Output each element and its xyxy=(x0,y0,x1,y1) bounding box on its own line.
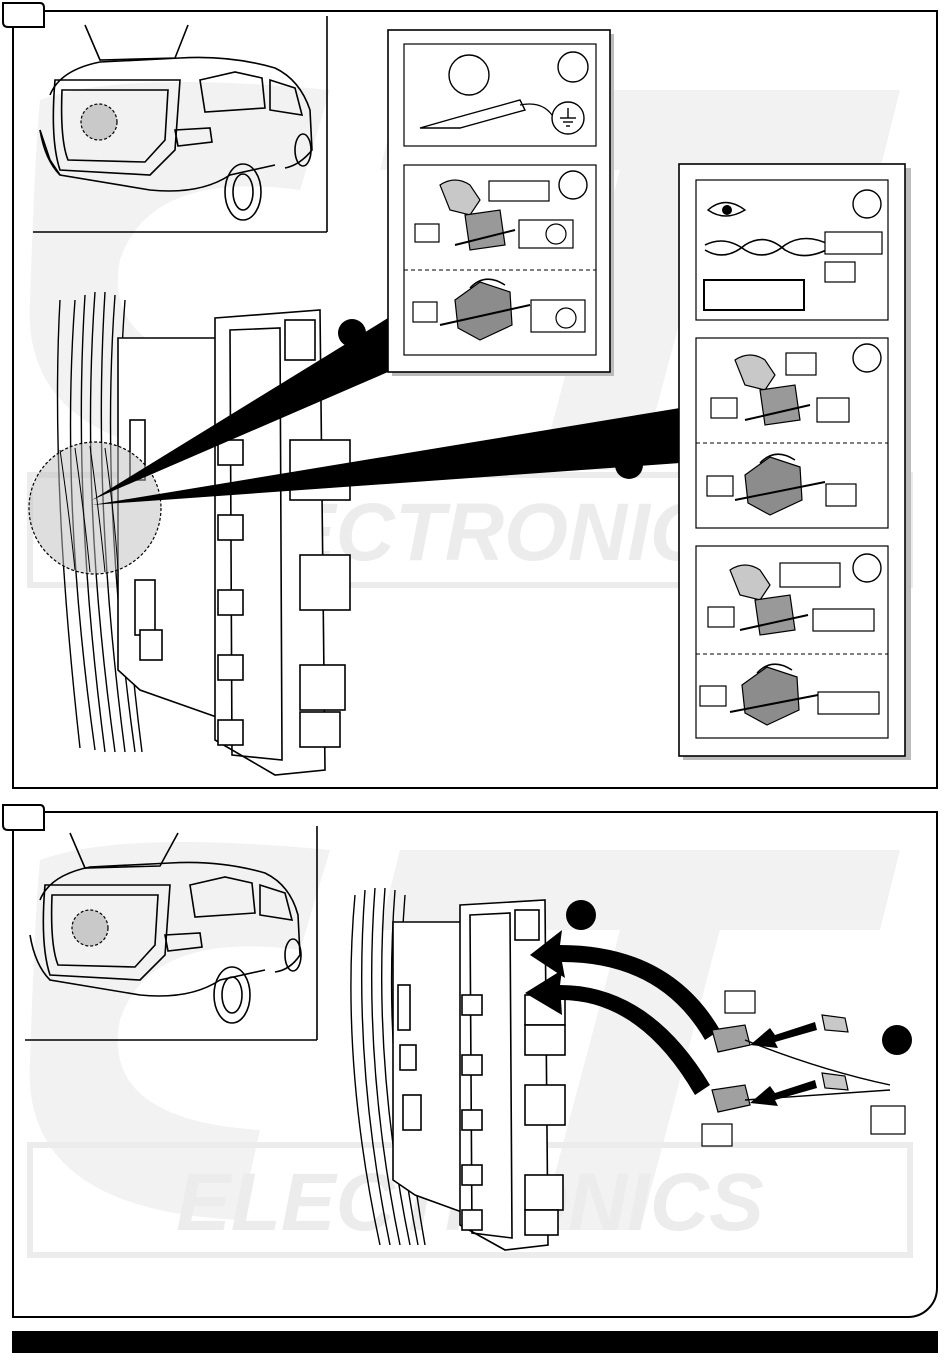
zoom-circle-1 xyxy=(29,442,161,574)
instruction-box-tester xyxy=(388,30,614,376)
label-box-wire xyxy=(871,1106,905,1134)
callout-dot-b xyxy=(615,451,643,479)
callout-dot-a xyxy=(338,319,366,347)
label-box-fuse-a xyxy=(725,991,755,1013)
step-tab-1 xyxy=(3,3,44,27)
label-box-fuse-b xyxy=(702,1124,732,1146)
callout-dot-c xyxy=(566,900,596,930)
step-tab-2 xyxy=(3,805,44,830)
location-marker-2 xyxy=(72,910,108,946)
instruction-box-connections xyxy=(679,164,911,760)
location-marker-1 xyxy=(81,104,117,140)
callout-dot-d xyxy=(882,1025,912,1055)
callout-circle-tester xyxy=(449,55,489,95)
